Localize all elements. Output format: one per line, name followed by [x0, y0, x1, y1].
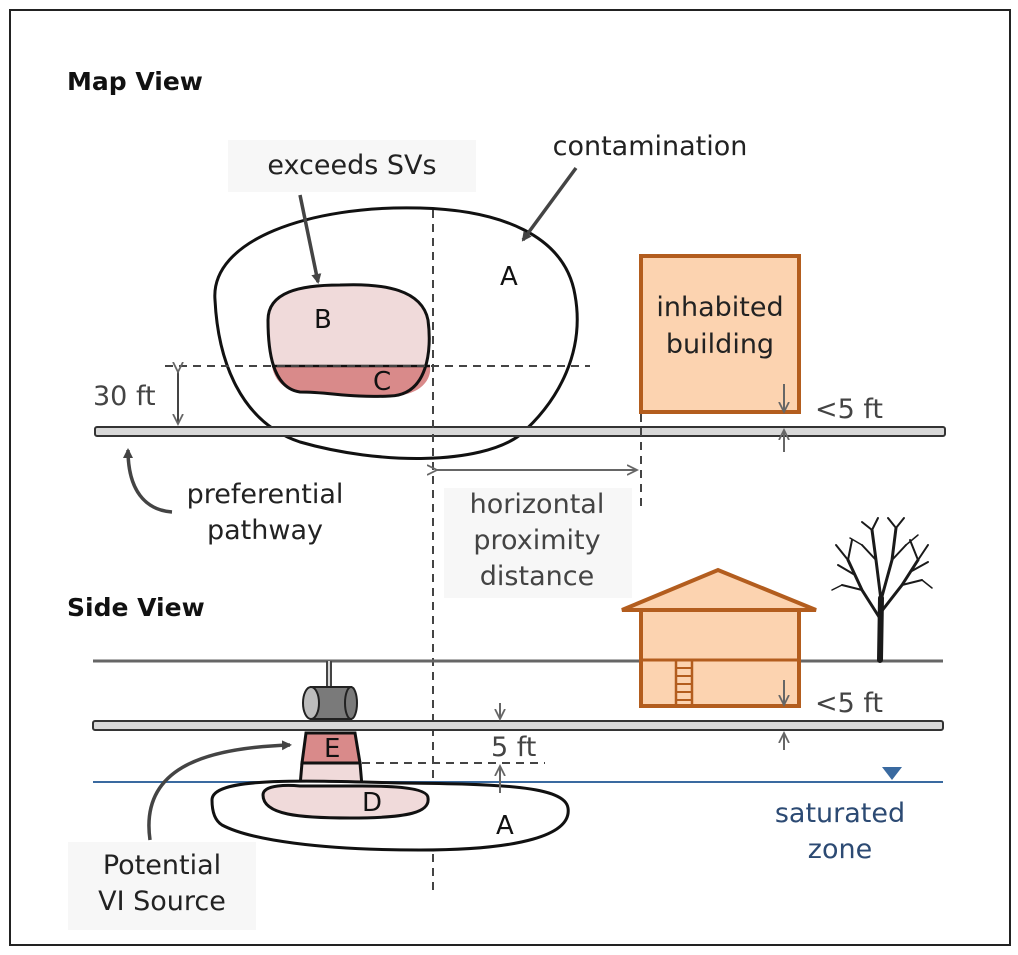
label-lt5ft-side: <5 ft — [815, 688, 883, 719]
label-5ft: 5 ft — [491, 732, 536, 763]
tank-cylinder — [302, 686, 358, 720]
exceeds-label-bg — [228, 140, 476, 192]
saturated-label-line1: saturated — [775, 798, 905, 829]
diagram-frame — [9, 9, 1011, 946]
pathway-label-line2: pathway — [207, 515, 323, 546]
vi-source-label-line1: Potential — [103, 850, 221, 881]
horizontal-label-line2: proximity — [473, 525, 600, 556]
zone-e-label: E — [324, 734, 340, 764]
house-roof — [621, 567, 817, 612]
saturated-label-line2: zone — [808, 834, 872, 865]
zone-d — [261, 783, 430, 820]
house — [621, 567, 817, 708]
vi-source-label-bg — [68, 842, 256, 930]
pathway-arrow — [123, 448, 173, 514]
source-e — [298, 731, 364, 788]
horizontal-label-line3: distance — [480, 561, 594, 592]
building-label-line2: building — [666, 329, 774, 360]
zone-c — [272, 366, 431, 397]
house-body — [639, 608, 801, 708]
exceeds-sv-zone — [266, 283, 431, 398]
vi-source-arrow — [147, 740, 292, 841]
zone-c-label: C — [373, 367, 391, 397]
side-view-heading: Side View — [67, 593, 205, 622]
preferential-pathway-map — [94, 426, 946, 437]
building-label-line1: inhabited — [656, 292, 783, 323]
ladder — [674, 660, 694, 706]
horizontal-label-bg — [444, 488, 632, 598]
zone-d-label: D — [362, 788, 382, 818]
contamination-label: contamination — [553, 131, 748, 162]
contamination-arrow — [521, 166, 578, 242]
map-view-heading: Map View — [67, 67, 203, 96]
horizontal-label-line1: horizontal — [470, 489, 605, 520]
label-lt5ft-map: <5 ft — [815, 394, 883, 425]
pathway-label-line1: preferential — [187, 479, 344, 510]
preferential-pathway-side — [92, 720, 944, 731]
label-30ft: 30 ft — [93, 381, 156, 412]
inhabited-building — [639, 254, 801, 414]
zone-a-label: A — [500, 262, 518, 292]
side-zone-a-label: A — [496, 811, 514, 841]
exceeds-arrow — [298, 194, 322, 284]
water-table-symbol — [882, 767, 902, 780]
vi-source-label-line2: VI Source — [98, 886, 226, 917]
exceeds-svs-label: exceeds SVs — [267, 150, 436, 181]
zone-b-label: B — [314, 305, 332, 335]
tree — [831, 517, 933, 663]
